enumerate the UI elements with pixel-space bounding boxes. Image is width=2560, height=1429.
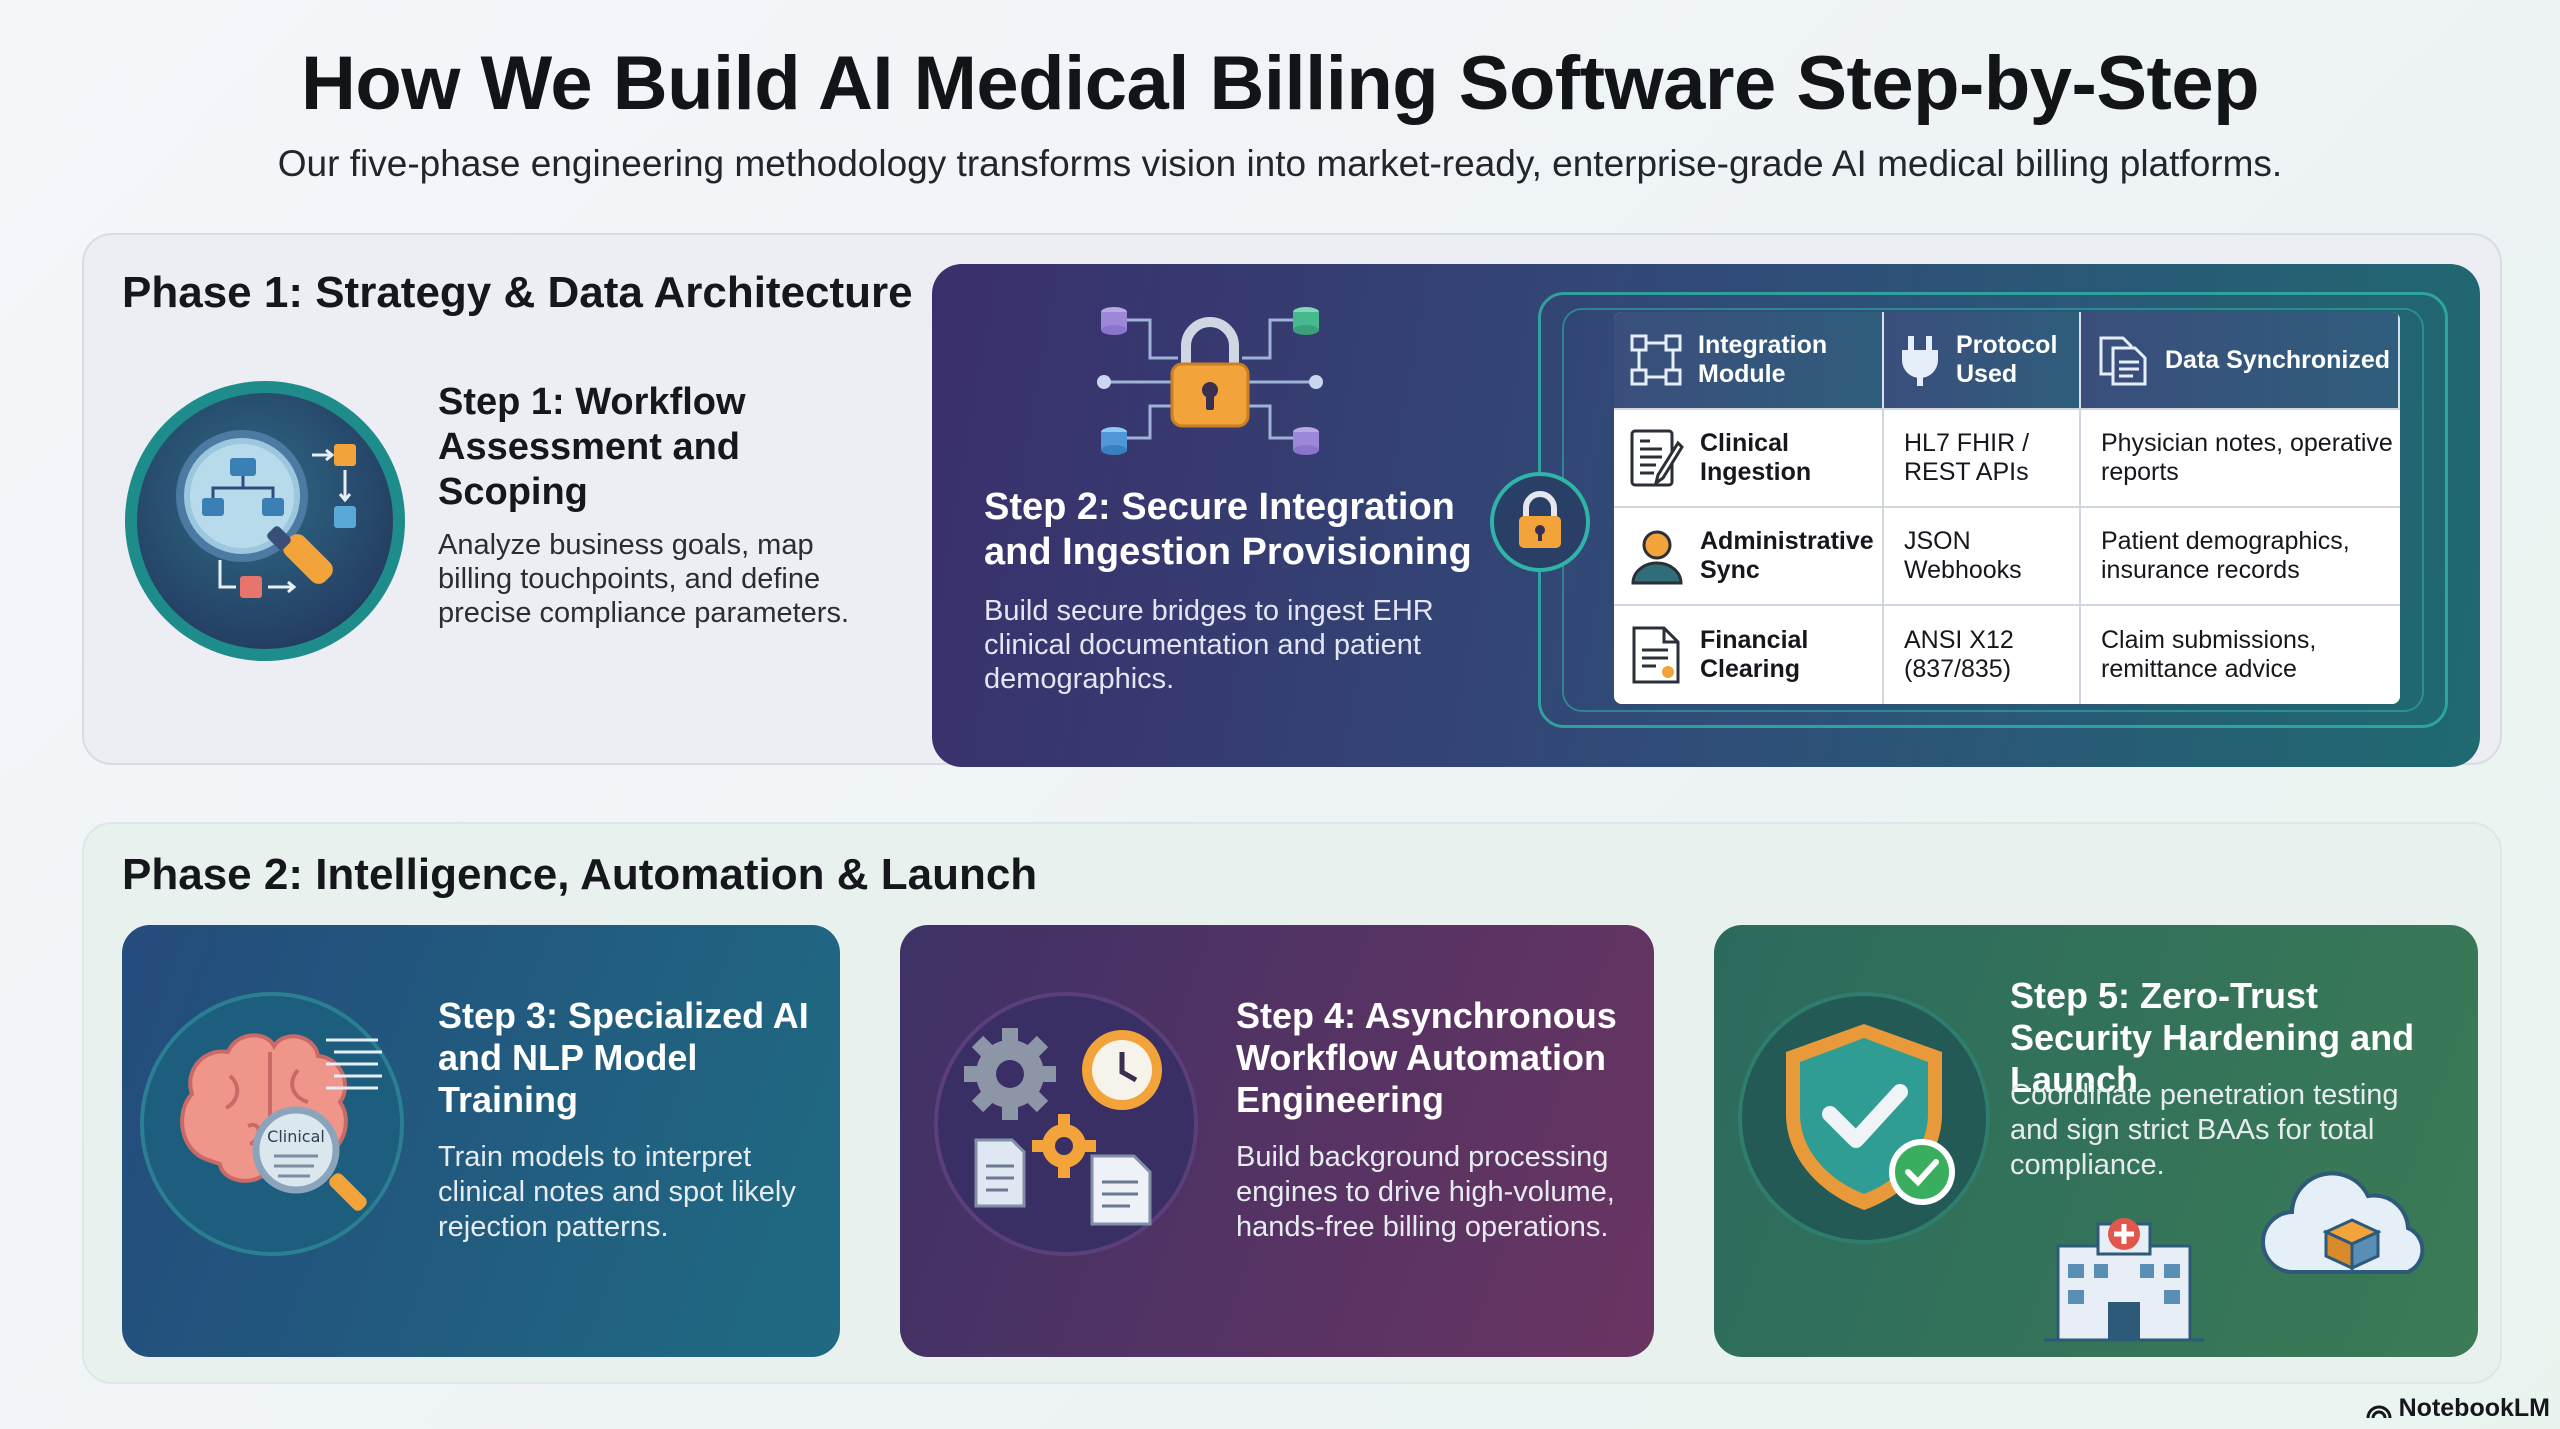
shield-check-icon xyxy=(1738,992,1990,1244)
cloud-box-icon xyxy=(2261,1171,2425,1275)
table-row-clinical: Clinical Ingestion xyxy=(1614,408,1884,506)
table-header-label: Data Synchronized xyxy=(2165,345,2391,374)
table-cell: HL7 FHIR / REST APIs xyxy=(1884,408,2081,506)
step4-title: Step 4: Asynchronous Workflow Automation… xyxy=(1236,995,1617,1120)
table-header-module: Integration Module xyxy=(1614,312,1884,408)
table-header-protocol: Protocol Used xyxy=(1884,312,2081,408)
step3-description: Train models to interpret clinical notes… xyxy=(438,1141,796,1243)
clinical-label: Clinical xyxy=(267,1127,325,1146)
step2-title: Step 2: Secure Integration and Ingestion… xyxy=(984,486,1472,573)
table-header-label: Protocol Used xyxy=(1956,331,2058,388)
step3-title: Step 3: Specialized AI and NLP Model Tra… xyxy=(438,995,809,1120)
table-cell: ANSI X12 (837/835) xyxy=(1884,604,2081,704)
hospital-icon xyxy=(2044,1218,2204,1342)
step1-title: Step 1: Workflow Assessment and Scoping xyxy=(438,381,746,513)
plug-icon xyxy=(1902,336,1938,386)
table-header-label: Integration Module xyxy=(1698,331,1828,388)
brand-label: NotebookLM xyxy=(2398,1394,2550,1422)
brain-magnifier-icon: Clinical xyxy=(140,992,404,1256)
magnifier-flowchart-icon xyxy=(125,381,405,661)
clinical-document-icon xyxy=(1630,429,1684,487)
phase1-title: Phase 1: Strategy & Data Architecture xyxy=(122,268,913,317)
integration-table: Integration Module Protocol Used Data Sy… xyxy=(1614,312,2400,704)
invoice-icon xyxy=(1632,626,1680,684)
table-cell: Physician notes, operative reports xyxy=(2081,408,2400,506)
table-cell: Clinical Ingestion xyxy=(1700,429,1812,486)
table-cell: Financial Clearing xyxy=(1700,626,1809,683)
step1-description: Analyze business goals, map billing touc… xyxy=(438,529,850,629)
table-row-financial: Financial Clearing xyxy=(1614,604,1884,704)
lock-icon xyxy=(1490,472,1590,572)
table-cell: Claim submissions, remittance advice xyxy=(2081,604,2400,704)
table-cell: Patient demographics, insurance records xyxy=(2081,506,2400,604)
network-lock-icon xyxy=(1097,307,1323,455)
phase2-title: Phase 2: Intelligence, Automation & Laun… xyxy=(122,850,1038,899)
table-cell: JSON Webhooks xyxy=(1884,506,2081,604)
brand: NotebookLM xyxy=(2365,1394,2550,1423)
table-header-data: Data Synchronized xyxy=(2081,312,2400,408)
step5-description: Coordinate penetration testing and sign … xyxy=(2010,1079,2399,1181)
user-icon xyxy=(1631,530,1683,585)
table-cell: Administrative Sync xyxy=(1700,527,1874,584)
gears-clock-icon xyxy=(934,992,1198,1256)
table-row-administrative: Administrative Sync xyxy=(1614,506,1884,604)
step2-description: Build secure bridges to ingest EHR clini… xyxy=(984,595,1434,695)
step4-description: Build background processing engines to d… xyxy=(1236,1141,1615,1243)
integration-module-icon xyxy=(1630,334,1682,386)
notebooklm-logo-icon xyxy=(2366,1405,2392,1418)
page-subtitle: Our five-phase engineering methodology t… xyxy=(277,143,2283,184)
page-title: How We Build AI Medical Billing Software… xyxy=(300,41,2260,126)
step5-title: Step 5: Zero-Trust Security Hardening an… xyxy=(2010,975,2415,1100)
documents-icon xyxy=(2099,336,2147,386)
